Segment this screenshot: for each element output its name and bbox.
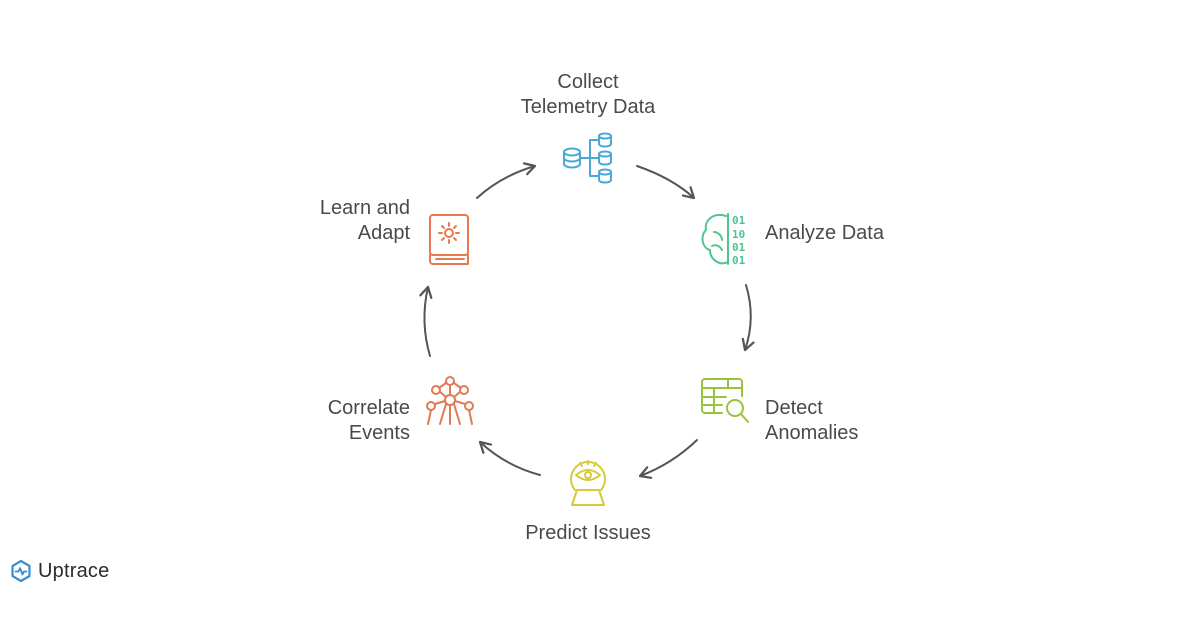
step-label-analyze: Analyze Data: [765, 222, 884, 244]
gear-book-icon: [429, 214, 469, 265]
brain-binary-icon: 01 10 01 01: [701, 213, 746, 267]
step-label-collect: Collect Telemetry Data: [520, 71, 656, 118]
svg-text:01: 01: [732, 241, 746, 254]
brand-logo: Uptrace: [10, 559, 109, 583]
uptrace-logo-icon: [11, 559, 31, 583]
svg-text:01: 01: [732, 214, 746, 227]
arrow-analyze-to-detect: [741, 284, 755, 352]
step-label-learn: Learn and Adapt: [319, 197, 410, 244]
step-label-predict: Predict Issues: [525, 522, 651, 544]
brand-name: Uptrace: [38, 559, 110, 582]
molecule-network-icon: [426, 376, 474, 425]
arrow-predict-to-correlate: [478, 440, 541, 476]
step-label-detect: Detect Anomalies: [765, 397, 859, 444]
crystal-ball-eye-icon: [570, 460, 606, 506]
arrow-collect-to-analyze: [636, 165, 696, 200]
table-search-icon: [701, 378, 749, 423]
svg-text:10: 10: [732, 228, 745, 241]
arrow-detect-to-predict: [638, 439, 698, 479]
svg-text:01: 01: [732, 254, 746, 267]
arrow-correlate-to-learn: [419, 285, 433, 357]
step-label-correlate: Correlate Events: [327, 397, 410, 444]
arrow-learn-to-collect: [476, 162, 537, 199]
database-network-icon: [563, 132, 612, 184]
